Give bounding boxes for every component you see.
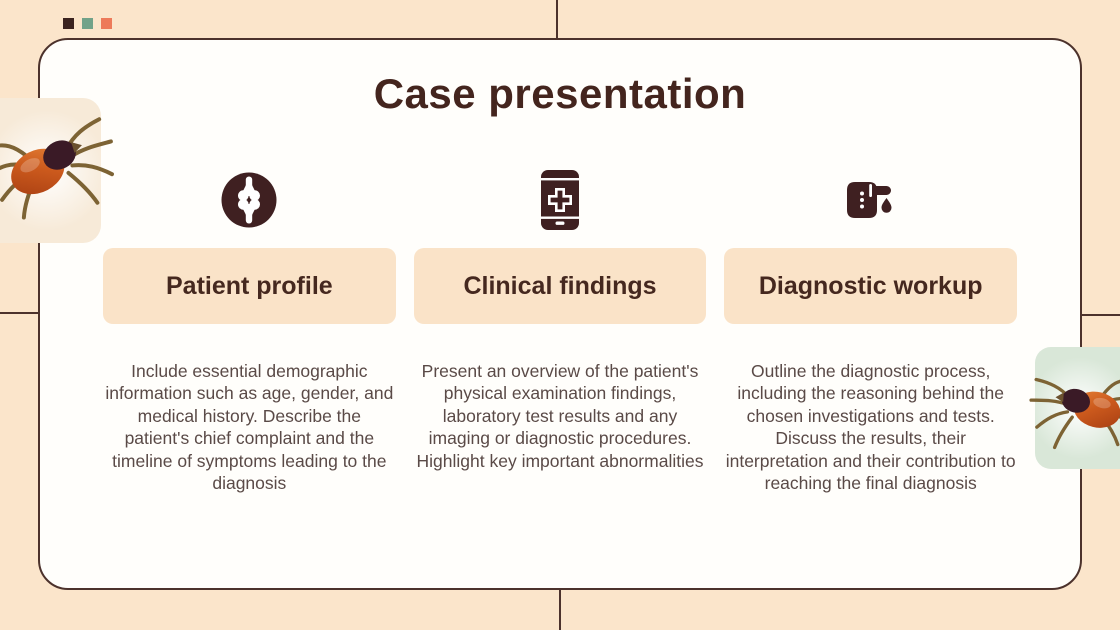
heading-box-patient-profile: Patient profile — [103, 248, 396, 324]
decor-square-green — [82, 18, 93, 29]
medical-phone-icon — [541, 168, 579, 232]
joint-icon — [221, 168, 277, 232]
heading-box-diagnostic-workup: Diagnostic workup — [724, 248, 1018, 324]
body-clinical-findings: Present an overview of the patient's phy… — [416, 361, 704, 471]
tick-photo-right — [1029, 377, 1120, 450]
grid-line-left — [0, 312, 39, 314]
heading-clinical-findings: Clinical findings — [463, 271, 657, 300]
tick-photo-left — [0, 117, 114, 220]
heading-box-clinical-findings: Clinical findings — [413, 248, 707, 324]
medical-phone-icon-svg — [541, 170, 579, 230]
decor-square-dark — [63, 18, 74, 29]
content-card: Case presentation — [38, 38, 1082, 590]
columns-row: Patient profile Include essential demogr… — [40, 168, 1080, 512]
grid-line-right — [1081, 314, 1120, 316]
column-patient-profile: Patient profile Include essential demogr… — [103, 168, 396, 512]
column-clinical-findings: Clinical findings Present an overview of… — [413, 168, 707, 512]
body-patient-profile: Include essential demographic informatio… — [105, 361, 394, 493]
grid-line-bottom — [559, 589, 561, 630]
column-diagnostic-workup: Diagnostic workup Outline the diagnostic… — [724, 168, 1018, 512]
heading-patient-profile: Patient profile — [165, 271, 333, 300]
body-diagnostic-workup: Outline the diagnostic process, includin… — [725, 361, 1016, 493]
decor-square-salmon — [101, 18, 112, 29]
grid-line-top — [556, 0, 558, 39]
joint-icon-svg — [221, 172, 277, 228]
blood-test-icon — [845, 168, 897, 232]
blood-test-icon-svg — [846, 182, 892, 218]
heading-diagnostic-workup: Diagnostic workup — [758, 271, 983, 300]
page-title: Case presentation — [373, 70, 747, 117]
